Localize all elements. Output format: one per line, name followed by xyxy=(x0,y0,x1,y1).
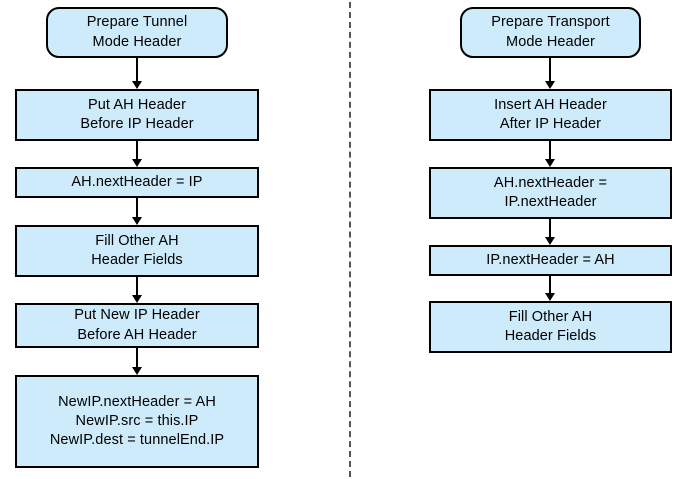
arrow-head xyxy=(132,159,142,167)
arrow-head xyxy=(545,293,555,301)
node-text-line: Prepare Tunnel xyxy=(86,14,188,31)
node-transport-step-1[interactable]: Insert AH Header After IP Header xyxy=(429,89,672,141)
node-text-line: Fill Other AH xyxy=(95,232,179,249)
arrow-stem xyxy=(549,219,551,237)
node-tunnel-step-5[interactable]: NewIP.nextHeader = AH NewIP.src = this.I… xyxy=(15,375,259,468)
arrow-stem xyxy=(136,58,138,81)
node-text-line: Header Fields xyxy=(504,328,597,344)
column-separator xyxy=(349,2,351,477)
node-text-line: Before IP Header xyxy=(80,116,194,132)
node-text-line: Put New IP Header xyxy=(74,307,200,324)
arrow-head xyxy=(545,237,555,245)
node-tunnel-start[interactable]: Prepare Tunnel Mode Header xyxy=(46,7,228,58)
node-transport-step-4[interactable]: Fill Other AH Header Fields xyxy=(429,301,672,353)
node-text-line: Header Fields xyxy=(91,252,183,268)
arrow-head xyxy=(132,81,142,89)
node-text-line: NewIP.src = this.IP xyxy=(75,412,199,429)
arrow-stem xyxy=(136,348,138,367)
arrow-head xyxy=(545,81,555,89)
node-text-line: IP.nextHeader xyxy=(504,194,597,210)
node-text-line: Mode Header xyxy=(92,33,182,50)
arrow-stem xyxy=(136,141,138,159)
node-tunnel-step-1[interactable]: Put AH Header Before IP Header xyxy=(15,89,259,141)
arrow-stem xyxy=(136,198,138,217)
node-transport-step-3[interactable]: IP.nextHeader = AH xyxy=(429,245,672,276)
node-text-line: After IP Header xyxy=(499,116,602,132)
node-text-line: AH.nextHeader = xyxy=(493,174,608,191)
arrow-head xyxy=(132,295,142,303)
node-transport-step-2[interactable]: AH.nextHeader = IP.nextHeader xyxy=(429,167,672,219)
arrow-stem xyxy=(549,58,551,81)
arrow-head xyxy=(545,159,555,167)
node-text-line: AH.nextHeader = IP xyxy=(71,173,203,190)
node-tunnel-step-4[interactable]: Put New IP Header Before AH Header xyxy=(15,303,259,348)
node-text-line: Prepare Transport xyxy=(491,14,610,31)
node-text-line: Mode Header xyxy=(506,33,595,50)
node-tunnel-step-2[interactable]: AH.nextHeader = IP xyxy=(15,167,259,198)
node-text-line: Put AH Header xyxy=(87,96,187,113)
arrow-head xyxy=(132,217,142,225)
arrow-head xyxy=(132,367,142,375)
node-transport-start[interactable]: Prepare Transport Mode Header xyxy=(460,7,641,58)
arrow-stem xyxy=(549,141,551,159)
node-text-line: Insert AH Header xyxy=(494,96,607,113)
node-text-line: Before AH Header xyxy=(77,326,197,343)
node-text-line: NewIP.dest = tunnelEnd.IP xyxy=(49,432,225,449)
arrow-stem xyxy=(549,276,551,293)
arrow-stem xyxy=(136,277,138,295)
node-tunnel-step-3[interactable]: Fill Other AH Header Fields xyxy=(15,225,259,277)
node-text-line: IP.nextHeader = AH xyxy=(486,251,615,268)
node-text-line: NewIP.nextHeader = AH xyxy=(58,393,216,410)
node-text-line: Fill Other AH xyxy=(508,308,593,325)
